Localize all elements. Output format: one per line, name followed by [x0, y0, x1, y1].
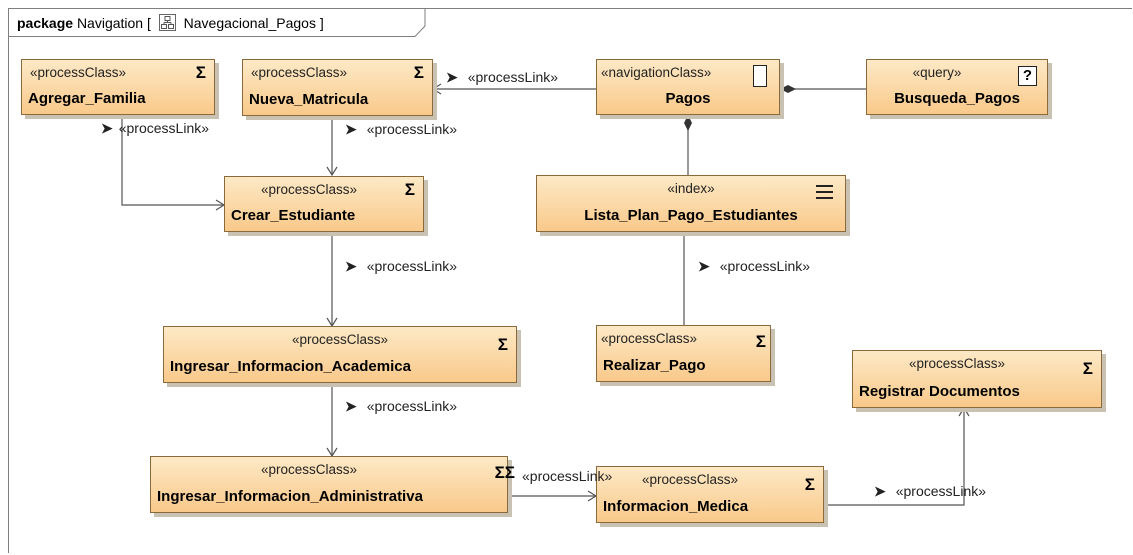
node-informacion-medica[interactable]: «processClass» Σ Informacion_Medica	[596, 466, 824, 523]
node-registrar-documentos[interactable]: «processClass» Σ Registrar Documentos	[852, 350, 1102, 408]
link-stereotype: «processLink»	[366, 121, 458, 137]
node-name: Agregar_Familia	[28, 90, 146, 107]
diagram-name: Navegacional_Pagos	[183, 15, 316, 31]
process-class-icon: ΣΣ	[494, 463, 515, 482]
link-label-academica-admin: ➤ «processLink»	[345, 398, 457, 415]
link-label-admin-medica: «processLink»	[522, 468, 612, 484]
node-agregar-familia[interactable]: «processClass» Σ Agregar_Familia	[21, 59, 215, 115]
stereotype: «processClass»	[601, 331, 698, 346]
node-name: Busqueda_Pagos	[894, 90, 1020, 107]
stereotype: «processClass»	[30, 65, 127, 80]
package-keyword: package	[17, 15, 74, 31]
process-class-icon: Σ	[1082, 359, 1093, 378]
node-name: Lista_Plan_Pago_Estudiantes	[584, 207, 798, 224]
process-class-icon: Σ	[404, 180, 415, 199]
link-stereotype: «processLink»	[118, 120, 210, 136]
stereotype: «processClass»	[908, 356, 1006, 371]
stereotype: «processClass»	[251, 65, 348, 80]
link-stereotype: «processLink»	[522, 468, 613, 484]
node-pagos[interactable]: «navigationClass» Pagos	[596, 59, 780, 115]
stereotype: «navigationClass»	[601, 65, 712, 80]
stereotype: «processClass»	[260, 462, 358, 477]
link-familia-crear	[121, 115, 224, 206]
node-name: Ingresar_Informacion_Administrativa	[157, 488, 423, 505]
navigation-class-icon	[753, 65, 767, 87]
bracket-open: [	[146, 15, 151, 31]
link-label-familia-crear: ➤ «processLink»	[101, 120, 209, 137]
stereotype: «index»	[667, 181, 715, 196]
link-label-medica-registrar: ➤ «processLink»	[874, 483, 986, 500]
link-stereotype: «processLink»	[366, 398, 458, 414]
link-stereotype: «processLink»	[719, 258, 811, 274]
link-label-crear-academica: ➤ «processLink»	[345, 258, 457, 275]
direction-arrow-icon: ➤	[446, 69, 458, 85]
node-name: Nueva_Matricula	[249, 91, 369, 108]
node-name: Registrar Documentos	[859, 383, 1020, 400]
query-icon: ?	[1018, 66, 1037, 86]
link-label-lista-realizar: ➤ «processLink»	[698, 258, 810, 275]
direction-arrow-icon: ➤	[874, 483, 886, 499]
package-tab-text: package Navigation [ Navegacional_Pagos …	[17, 13, 324, 33]
package-tab-outline	[8, 8, 426, 37]
stereotype: «processClass»	[291, 332, 389, 347]
diagram-icon	[158, 13, 176, 31]
stereotype: «processClass»	[260, 182, 358, 197]
node-ingresar-administrativa[interactable]: «processClass» ΣΣ Ingresar_Informacion_A…	[150, 456, 515, 513]
link-label-matricula-crear: ➤ «processLink»	[345, 121, 457, 138]
node-realizar-pago[interactable]: «processClass» Σ Realizar_Pago	[596, 325, 771, 382]
node-nueva-matricula[interactable]: «processClass» Σ Nueva_Matricula	[242, 59, 433, 116]
link-stereotype: «processLink»	[366, 258, 458, 274]
direction-arrow-icon: ➤	[345, 398, 357, 414]
direction-arrow-icon: ➤	[345, 258, 357, 274]
link-label-pagos-matricula: ➤ «processLink»	[446, 69, 558, 86]
node-name: Pagos	[665, 90, 711, 107]
bracket-close: ]	[319, 15, 324, 31]
process-class-icon: Σ	[804, 475, 815, 494]
node-lista-plan-pago[interactable]: «index» Lista_Plan_Pago_Estudiantes	[536, 175, 846, 232]
link-stereotype: «processLink»	[467, 69, 559, 85]
stereotype: «query»	[912, 65, 962, 80]
process-class-icon: Σ	[497, 335, 508, 354]
package-name: Navigation	[76, 15, 144, 31]
node-name: Crear_Estudiante	[231, 207, 356, 224]
node-busqueda-pagos[interactable]: «query» ? Busqueda_Pagos	[866, 59, 1048, 115]
node-crear-estudiante[interactable]: «processClass» Σ Crear_Estudiante	[224, 176, 424, 232]
node-name: Realizar_Pago	[603, 357, 706, 374]
node-name: Ingresar_Informacion_Academica	[170, 358, 411, 375]
index-icon	[816, 185, 833, 203]
node-name: Informacion_Medica	[603, 498, 749, 515]
direction-arrow-icon: ➤	[101, 120, 113, 136]
process-class-icon: Σ	[413, 63, 424, 82]
link-medica-registrar	[824, 408, 965, 506]
node-ingresar-academica[interactable]: «processClass» Σ Ingresar_Informacion_Ac…	[163, 326, 517, 383]
direction-arrow-icon: ➤	[345, 121, 357, 137]
package-tab: package Navigation [ Navegacional_Pagos …	[8, 8, 426, 37]
process-class-icon: Σ	[755, 332, 766, 351]
process-class-icon: Σ	[195, 63, 206, 82]
diagram-frame	[8, 8, 1132, 553]
direction-arrow-icon: ➤	[698, 258, 710, 274]
stereotype: «processClass»	[641, 472, 739, 487]
link-stereotype: «processLink»	[895, 483, 987, 499]
